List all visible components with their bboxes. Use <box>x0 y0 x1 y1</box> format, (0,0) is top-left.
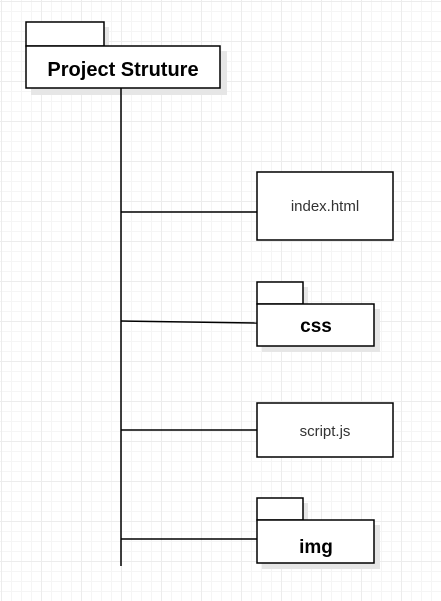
root-folder-label: Project Struture <box>47 59 198 81</box>
css-folder-body <box>256 303 375 347</box>
branch-connector-css <box>120 320 258 324</box>
file-node-index-html[interactable]: index.html <box>256 171 394 241</box>
file-box-script-js <box>256 402 394 458</box>
root-folder-node[interactable]: Project Struture <box>25 21 227 95</box>
folder-node-img[interactable]: img <box>256 497 380 569</box>
img-folder-label: img <box>299 537 333 558</box>
root-folder-tab <box>25 21 105 47</box>
file-node-script-js[interactable]: script.js <box>256 402 394 458</box>
file-label-index-html: index.html <box>291 198 359 215</box>
img-folder-tab <box>256 497 304 521</box>
file-label-script-js: script.js <box>300 423 351 440</box>
root-folder-body <box>25 45 221 89</box>
folder-node-css[interactable]: css <box>256 281 380 352</box>
css-folder-label: css <box>300 316 332 337</box>
img-folder-body <box>256 519 375 564</box>
css-folder-tab <box>256 281 304 305</box>
file-box-index-html <box>256 171 394 241</box>
